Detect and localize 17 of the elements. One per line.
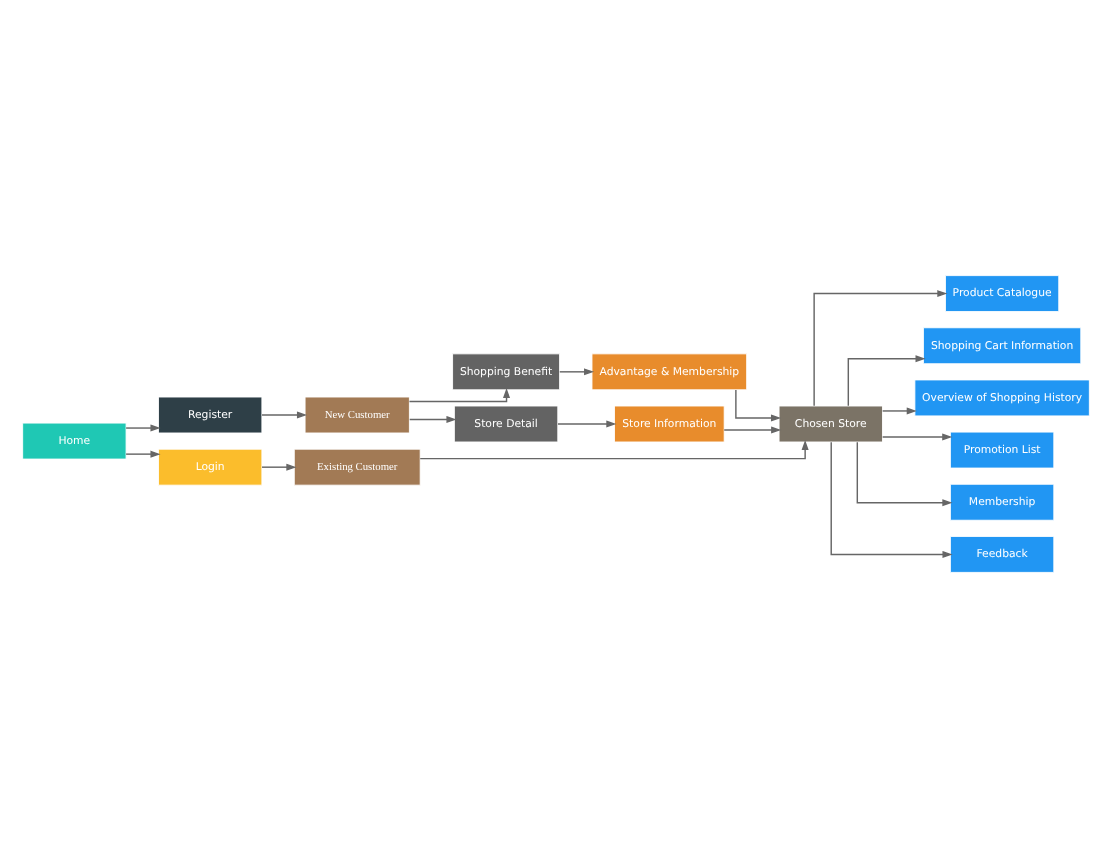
arrow — [881, 406, 917, 414]
arrow — [830, 440, 953, 557]
arrow — [735, 388, 782, 421]
arrow — [419, 438, 809, 459]
arrow — [261, 462, 297, 470]
arrow — [409, 414, 457, 423]
arrow — [847, 354, 926, 406]
arrow — [125, 423, 161, 431]
arrow — [813, 289, 948, 406]
arrow — [723, 425, 782, 433]
arrow — [557, 419, 617, 427]
arrow — [856, 440, 953, 506]
arrow — [559, 367, 595, 375]
arrow — [125, 449, 161, 457]
arrow — [261, 410, 308, 418]
arrow — [881, 432, 953, 440]
arrow — [408, 386, 511, 402]
